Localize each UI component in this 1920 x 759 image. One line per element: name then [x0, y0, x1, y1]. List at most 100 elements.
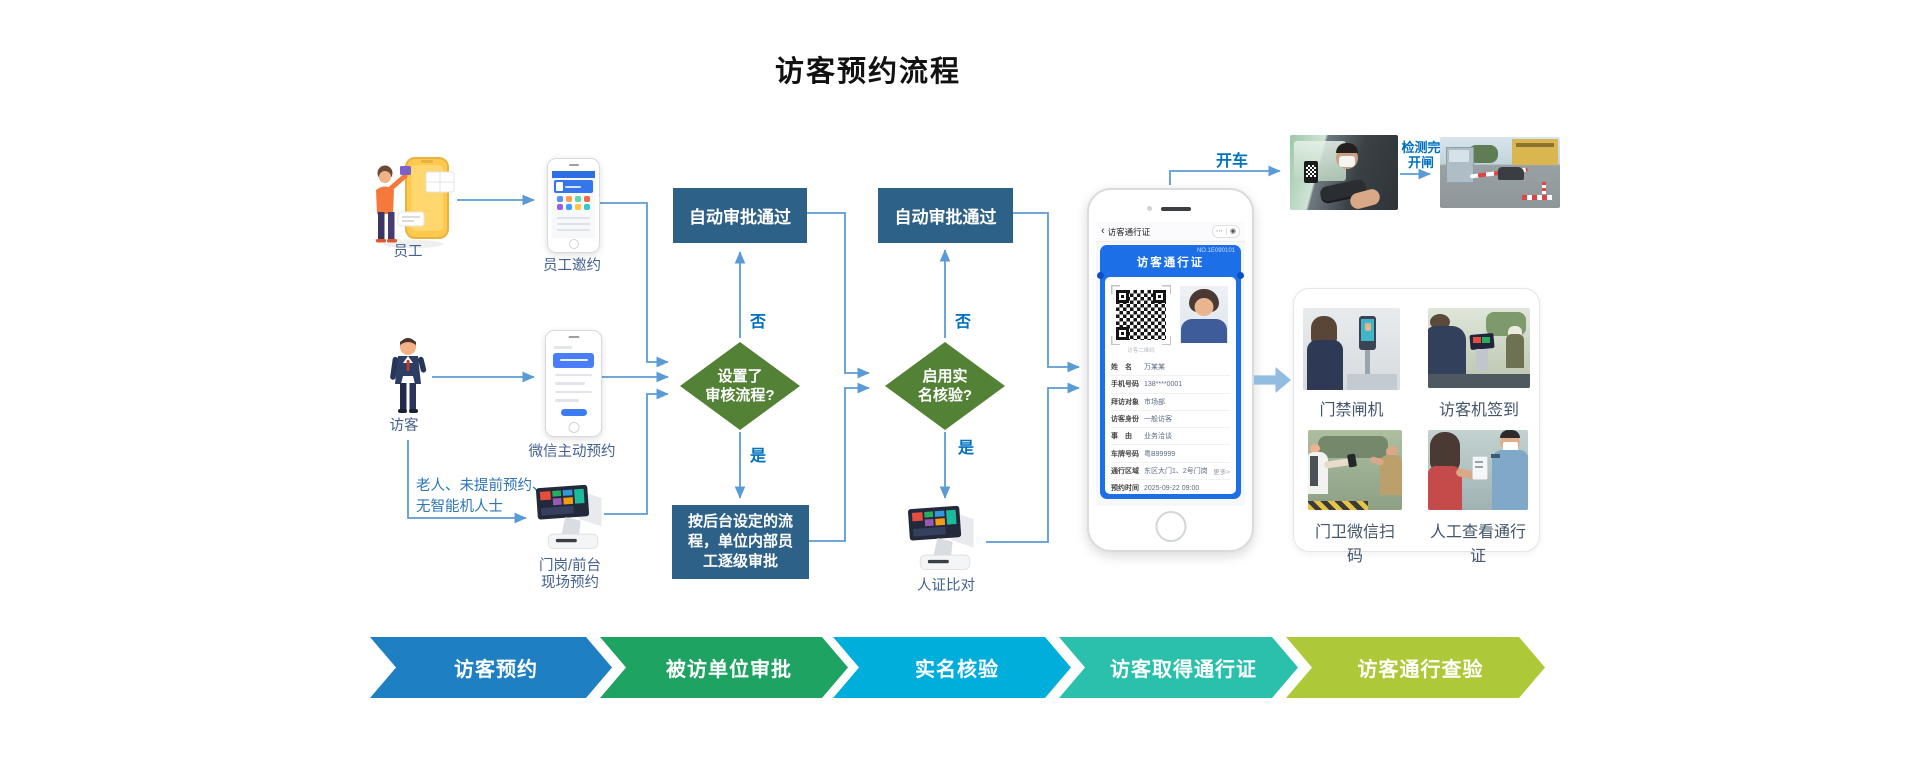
- phone-employee-invite: [547, 158, 600, 253]
- wechat-booking-label: 微信主动预约: [528, 444, 616, 460]
- form-banner: [553, 352, 594, 368]
- id-compare-terminal: [905, 503, 985, 578]
- form-row: [555, 373, 592, 376]
- pass-info-rows: 姓 名 万某某 手机号码 138****0001 拜访对象 市场部 访客身份 一…: [1111, 359, 1230, 492]
- row-label: 通行区域: [1111, 467, 1139, 475]
- phone-wechat-booking: [545, 330, 602, 437]
- step-chevron-3: 实名核验: [833, 637, 1071, 698]
- mini-program-capsule: ⋯◉: [1211, 225, 1240, 238]
- home-button: [1155, 511, 1186, 542]
- phone-speaker: [568, 164, 579, 166]
- visitor-jacket: [1380, 455, 1402, 495]
- woman-hair: [1430, 432, 1460, 472]
- card-line: [1475, 461, 1483, 463]
- close-circle-icon: ◉: [1229, 228, 1236, 235]
- row-label: 事 由: [1111, 433, 1132, 441]
- ticket-notch-right: [1237, 272, 1244, 279]
- walkin-note-line1: 老人、未提前预约、: [416, 478, 547, 494]
- red-white-curb: [1522, 195, 1552, 200]
- guard-scan-photo: [1308, 430, 1402, 510]
- visitor-illustration: [388, 336, 428, 416]
- pos-terminal-art: [535, 484, 602, 549]
- woman-cap: [1508, 326, 1522, 336]
- form-row: [555, 382, 585, 385]
- pass-row-name: 姓 名 万某某: [1111, 359, 1230, 377]
- no-label-2: 否: [955, 314, 972, 331]
- row-value: 业务洽谈: [1144, 433, 1172, 441]
- step-chevron-1: 访客预约: [370, 637, 612, 698]
- counter: [1428, 374, 1530, 388]
- step-label: 实名核验: [915, 659, 999, 681]
- visitor-head: [1386, 446, 1398, 457]
- panel-item-label: 门卫微信扫码: [1314, 524, 1395, 565]
- epaulette: [1491, 454, 1500, 458]
- driver-hair: [1336, 143, 1358, 153]
- speaker-icon: [1161, 207, 1191, 211]
- hazard-strip: [1308, 501, 1368, 510]
- woman-suit: [1307, 340, 1343, 390]
- pos-terminal-art: [907, 505, 974, 570]
- employee-invite-label: 员工邀约: [543, 258, 601, 274]
- pass-row-plate: 车牌号码 粤B99999: [1111, 445, 1230, 463]
- front-desk-label: 门岗/前台 现场预约: [520, 558, 620, 592]
- step-label: 访客通行查验: [1357, 659, 1484, 681]
- woman-jacket: [1506, 334, 1524, 368]
- wechat-booking-screen: [550, 344, 597, 420]
- kiosk-face: [1365, 323, 1371, 331]
- qr-code: [1116, 290, 1166, 340]
- backend-approval-box: 按后台设定的流 程，单位内部员 工逐级审批: [672, 505, 809, 579]
- form-row: [555, 399, 579, 402]
- officer-mask: [1503, 442, 1518, 451]
- pos-tile: [1482, 337, 1490, 343]
- auto-approve-box-2: 自动审批通过: [878, 188, 1013, 243]
- step-chevron-5: 访客通行查验: [1286, 637, 1545, 698]
- pos-stand: [1476, 349, 1488, 371]
- app-icon-grid: [552, 193, 595, 213]
- app-header: [552, 171, 595, 178]
- pass-row-phone: 手机号码 138****0001: [1111, 376, 1230, 394]
- pass-card-shown: [1472, 456, 1488, 480]
- pass-row-reason: 事 由 业务洽谈: [1111, 428, 1230, 446]
- yes-label-1: 是: [750, 448, 767, 465]
- employee-illustration: [358, 150, 463, 250]
- pass-number: NO.1E090101: [1196, 248, 1235, 254]
- manual-check-photo: [1428, 430, 1528, 510]
- home-button: [568, 239, 579, 249]
- decision1-line1: 设置了: [717, 368, 763, 385]
- row-label: 拜访对象: [1111, 398, 1139, 406]
- camera-dot-icon: [1147, 206, 1152, 211]
- qr-frame: [1111, 285, 1171, 345]
- gate-open-line2: 开闸: [1407, 155, 1434, 170]
- pass-card-title: 访客通行证: [1136, 257, 1205, 269]
- employee-art: [376, 157, 455, 248]
- backend-line1: 按后台设定的流: [687, 513, 793, 530]
- step-chevron-4: 访客取得通行证: [1059, 637, 1298, 698]
- row-value: 东区大门1、2号门岗: [1144, 467, 1208, 475]
- panel-item-label: 人工查看通行证: [1429, 524, 1526, 565]
- walkin-note-line2: 无智能机人士: [416, 499, 503, 515]
- decision2-line2: 名核验?: [917, 387, 973, 404]
- row-value: 138****0001: [1144, 380, 1183, 388]
- gate-open-label: 检测完 开闸: [1398, 140, 1444, 170]
- guard-vest: [1310, 456, 1318, 486]
- booth-glass: [1449, 150, 1469, 162]
- employee-invite-screen: [552, 171, 595, 238]
- pass-row-host: 拜访对象 市场部: [1111, 394, 1230, 411]
- backend-line3: 工逐级审批: [702, 553, 778, 570]
- pass-row-area: 通行区域 东区大门1、2号门岗 更多>: [1111, 463, 1230, 481]
- gate-barrier-photo: [1440, 137, 1560, 208]
- pass-card-body: 访客二维码 姓 名 万某某 手机号码 138****0001: [1105, 277, 1236, 494]
- guard-head: [1310, 444, 1320, 453]
- home-button: [568, 422, 579, 433]
- visitor-art: [390, 338, 427, 413]
- row-label: 访客身份: [1111, 416, 1139, 424]
- row-value: 粤B99999: [1144, 450, 1176, 458]
- no-label-1: 否: [750, 314, 767, 331]
- post: [1542, 182, 1546, 194]
- qr-caption: 访客二维码: [1127, 348, 1155, 354]
- gate-machine-photo: [1303, 308, 1400, 390]
- panel-item-label: 门禁闸机: [1319, 402, 1384, 419]
- kiosk-pole: [1365, 350, 1370, 378]
- list-rows: [552, 217, 595, 231]
